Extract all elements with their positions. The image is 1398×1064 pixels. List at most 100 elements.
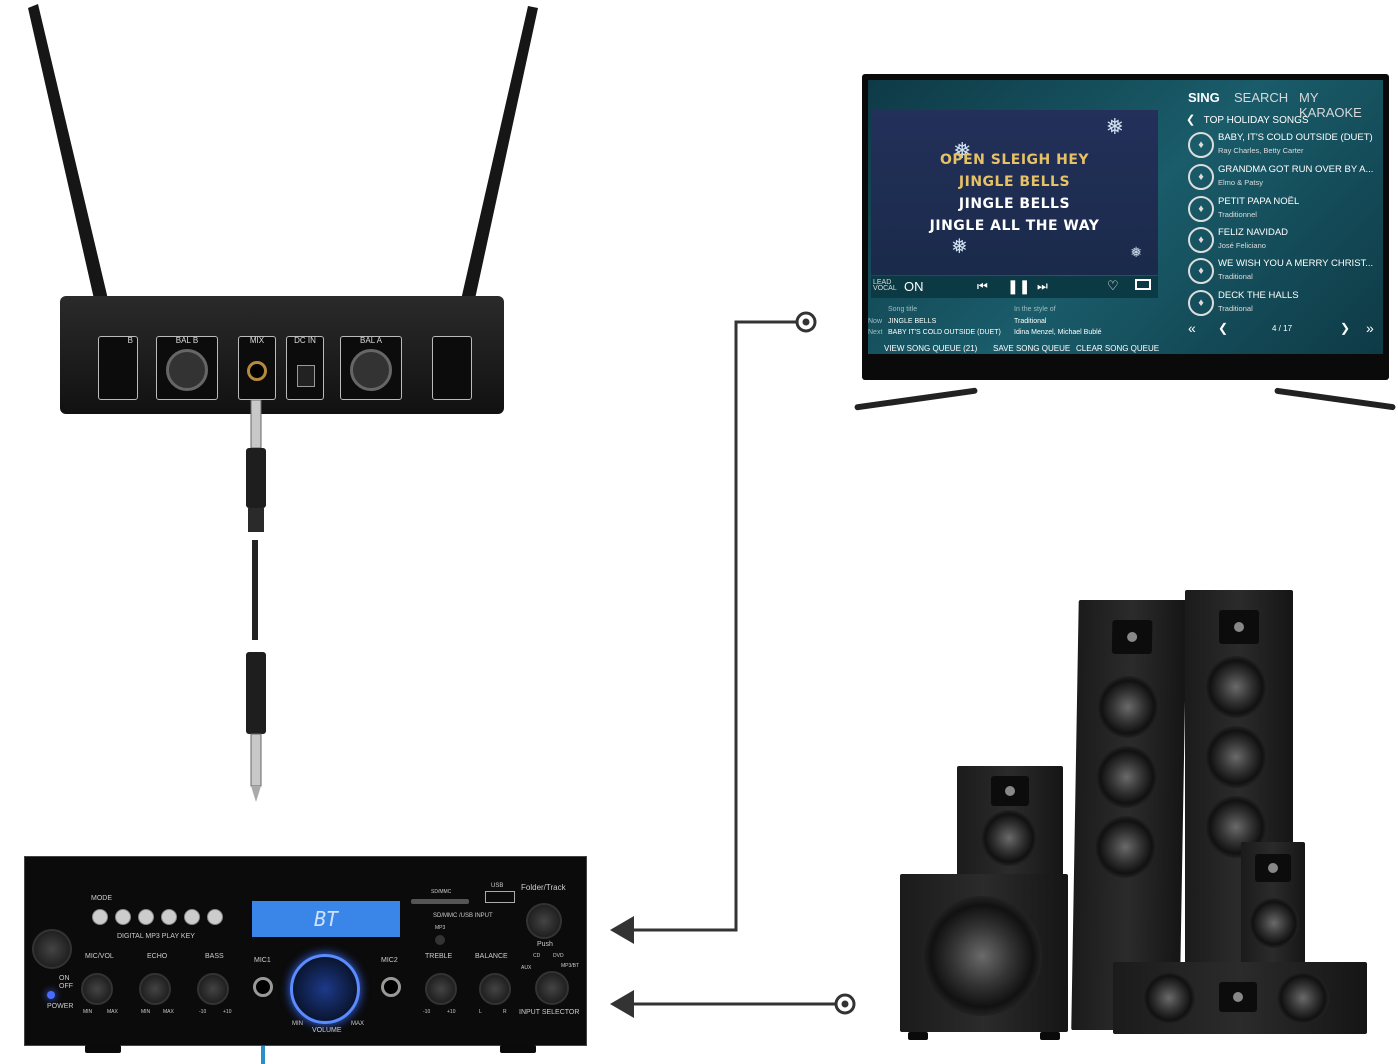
min-label: MIN (292, 1021, 303, 1027)
balance-label: BALANCE (475, 953, 508, 960)
song-list-item[interactable]: ♦ PETIT PAPA NOËL Traditionnel (1186, 194, 1383, 224)
now-style: Traditional (1014, 318, 1047, 325)
woofer (981, 810, 1037, 866)
play-pause-button[interactable] (115, 909, 131, 925)
panel-label: MIX (249, 336, 265, 345)
mix-output-jack[interactable] (247, 361, 267, 382)
mp3-label: MP3 (435, 925, 446, 931)
song-artist: Traditional (1218, 304, 1253, 313)
input-selector-label: INPUT SELECTOR (519, 1009, 580, 1016)
max-label: MAX (163, 1009, 174, 1015)
bass-knob[interactable] (197, 973, 229, 1005)
song-list-item[interactable]: ♦ GRANDMA GOT RUN OVER BY A... Elmo & Pa… (1186, 162, 1383, 192)
woofer (1143, 972, 1195, 1024)
mic1-label: MIC1 (254, 957, 271, 964)
bookshelf-speaker-left (957, 766, 1063, 876)
cd-label: CD (533, 953, 541, 959)
mode-button[interactable] (92, 909, 108, 925)
lower-plug-shaft (250, 733, 262, 787)
last-page-icon[interactable]: » (1366, 320, 1374, 336)
gift-icon: ♦ (1188, 258, 1214, 284)
repeat-button[interactable] (161, 909, 177, 925)
lead-vocal-toggle[interactable]: ON (904, 279, 924, 294)
gift-icon: ♦ (1188, 227, 1214, 253)
previous-track-button[interactable] (184, 909, 200, 925)
tv-screen: SING SEARCH MY KARAOKE ❮ TOP HOLIDAY SON… (868, 80, 1383, 354)
fullscreen-icon[interactable] (1135, 279, 1151, 290)
treble-knob[interactable] (425, 973, 457, 1005)
lyric-line: OPEN SLEIGH HEY (939, 152, 1090, 168)
folder-track-knob[interactable] (526, 903, 562, 939)
previous-icon[interactable]: ⏮ (977, 279, 988, 293)
speaker-foot (908, 1032, 928, 1040)
plus10-label: +10 (223, 1009, 232, 1015)
song-artist: Elmo & Patsy (1218, 178, 1264, 187)
upper-plug-body (246, 448, 266, 508)
save-song-queue-button[interactable]: SAVE SONG QUEUE (993, 344, 1071, 353)
l-label: L (479, 1009, 482, 1015)
view-song-queue-button[interactable]: VIEW SONG QUEUE (21) (884, 344, 978, 353)
back-chevron-icon[interactable]: ❮ (1186, 114, 1196, 126)
list-title: TOP HOLIDAY SONGS (1203, 115, 1309, 126)
first-page-icon[interactable]: « (1188, 320, 1196, 336)
song-title: PETIT PAPA NOËL (1218, 196, 1300, 207)
amp-foot (500, 1045, 536, 1053)
echo-knob[interactable] (139, 973, 171, 1005)
pause-icon[interactable]: ❚❚ (1007, 278, 1031, 294)
clear-song-queue-button[interactable]: CLEAR SONG QUEUE (1076, 344, 1160, 353)
nav-sing[interactable]: SING (1188, 90, 1220, 105)
min-label: MIN (141, 1009, 151, 1015)
usb-port[interactable] (485, 891, 515, 903)
sd-label: SD/MMC (431, 889, 452, 895)
power-knob[interactable] (32, 929, 72, 969)
bookshelf-speaker-right (1241, 842, 1305, 970)
next-track-button[interactable] (207, 909, 223, 925)
favorite-heart-icon[interactable]: ♡ (1107, 278, 1119, 293)
lyric-line: JINGLE BELLS (958, 196, 1071, 212)
woofer (1096, 676, 1160, 738)
song-list-item[interactable]: ♦ DECK THE HALLS Traditional (1186, 288, 1383, 318)
lyric-line: JINGLE ALL THE WAY (929, 218, 1100, 234)
karaoke-amplifier: ON OFF POWER MODE DIGITAL MP3 PLAY KEY B… (24, 856, 587, 1053)
lyrics-video: ❅ ❅ ❅ ❅ OPEN SLEIGH HEY JINGLE BELLS JIN… (871, 110, 1158, 275)
snowflake-icon: ❅ (951, 236, 968, 258)
song-artist: Traditional (1218, 272, 1253, 281)
snowflake-icon: ❅ (953, 138, 972, 163)
tweeter (991, 776, 1029, 806)
panel-label: BAL B (175, 336, 199, 345)
r-label: R (503, 1009, 507, 1015)
next-page-icon[interactable]: ❯ (1340, 321, 1351, 335)
next-icon[interactable]: ⏭ (1037, 279, 1048, 293)
nav-my-karaoke[interactable]: MY KARAOKE (1299, 90, 1362, 120)
volume-knob[interactable] (290, 954, 360, 1024)
xlr-output-a[interactable] (350, 349, 392, 392)
dc-power-jack[interactable] (297, 365, 315, 387)
receiver-panel-a (432, 336, 472, 400)
nav-search[interactable]: SEARCH (1234, 90, 1289, 105)
power-label: POWER (47, 1003, 74, 1010)
song-list-item[interactable]: ♦ FELIZ NAVIDAD José Feliciano (1186, 225, 1383, 255)
snowflake-icon: ❅ (1130, 244, 1142, 260)
previous-page-icon[interactable]: ❮ (1218, 321, 1229, 335)
input-selector-knob[interactable] (535, 971, 569, 1005)
song-title: BABY, IT'S COLD OUTSIDE (DUET) (1218, 132, 1373, 143)
receiver-panel-dc-in: DC IN (286, 336, 324, 400)
sd-card-slot[interactable] (411, 899, 469, 904)
mp3-ir-sensor (435, 935, 445, 945)
page-indicator: 4 / 17 (1272, 324, 1293, 333)
echo-label: ECHO (147, 953, 168, 960)
balance-knob[interactable] (479, 973, 511, 1005)
song-list-item[interactable]: ♦ WE WISH YOU A MERRY CHRIST... Traditio… (1186, 256, 1383, 286)
usb-label: USB (491, 883, 504, 889)
gift-icon: ♦ (1188, 132, 1214, 158)
play-key-label: DIGITAL MP3 PLAY KEY (117, 933, 195, 940)
list-header[interactable]: ❮ TOP HOLIDAY SONGS (1186, 110, 1309, 128)
mic-volume-knob[interactable] (81, 973, 113, 1005)
xlr-output-b[interactable] (166, 349, 208, 392)
mic1-input-jack[interactable] (253, 977, 273, 997)
song-list-item[interactable]: ♦ BABY, IT'S COLD OUTSIDE (DUET) Ray Cha… (1186, 130, 1383, 160)
center-speaker (1113, 962, 1367, 1034)
volume-label: VOLUME (312, 1027, 342, 1034)
stop-button[interactable] (138, 909, 154, 925)
mic2-input-jack[interactable] (381, 977, 401, 997)
